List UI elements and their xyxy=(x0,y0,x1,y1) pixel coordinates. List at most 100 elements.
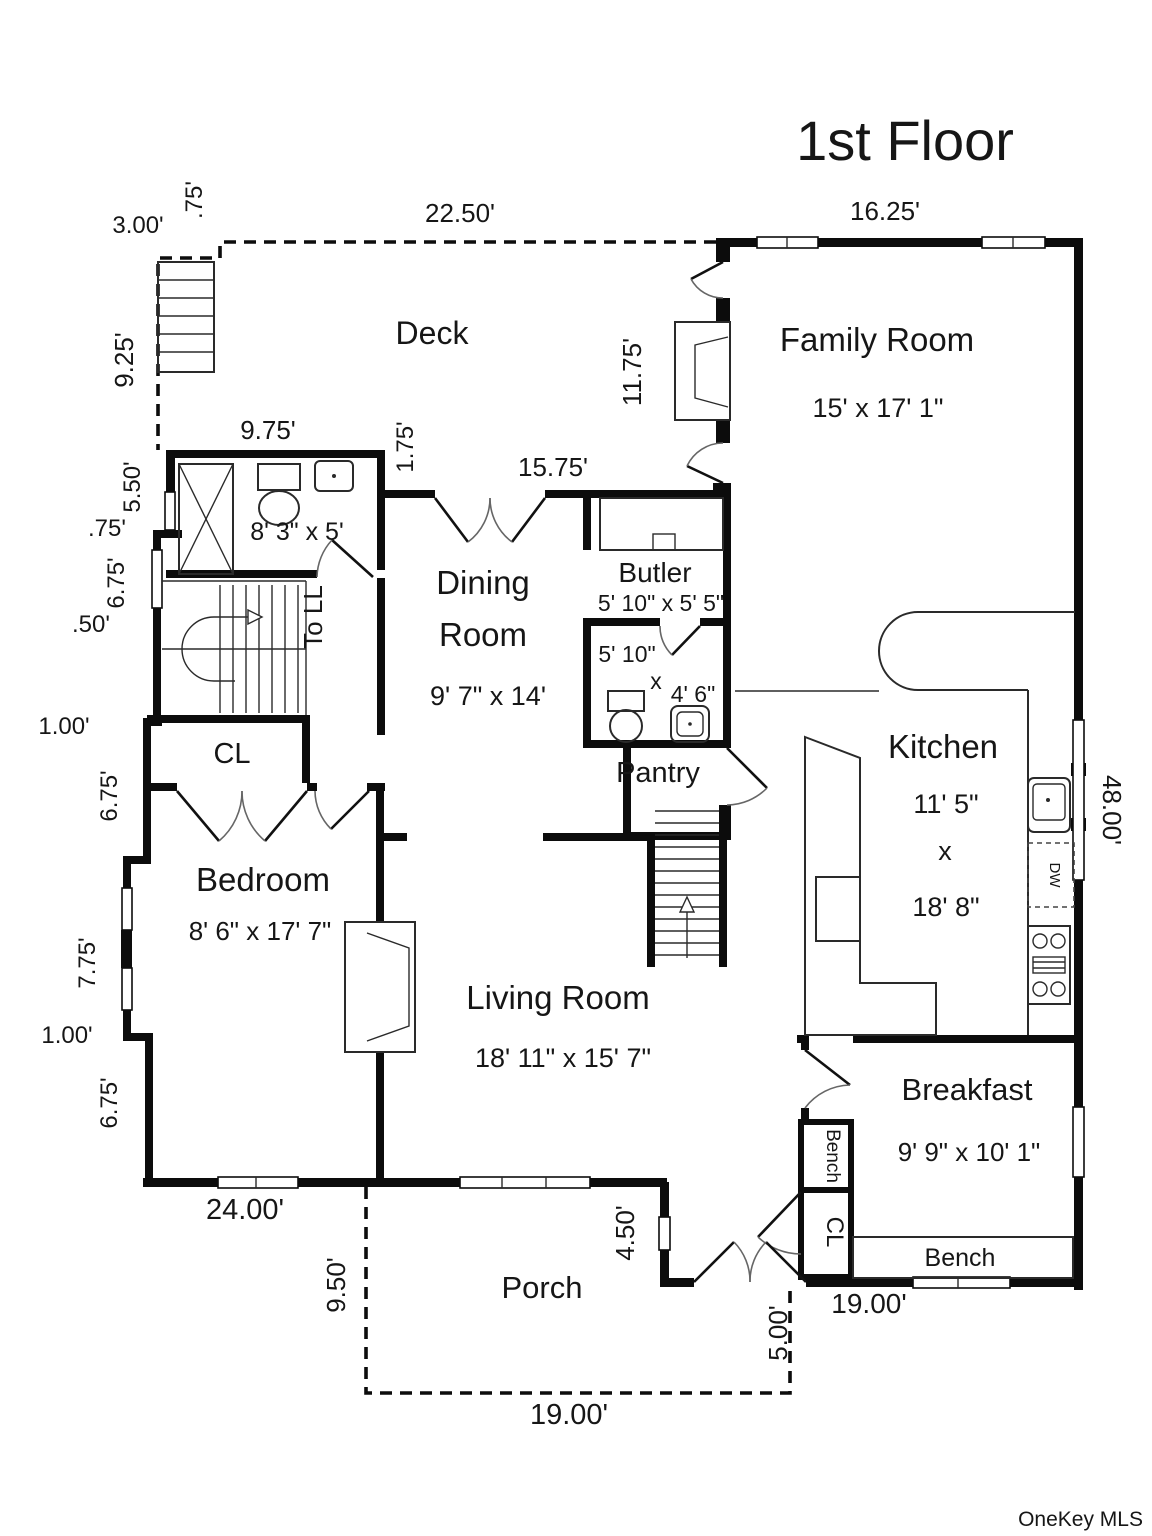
dim-step-c: 1.00' xyxy=(38,713,89,740)
living-size: 18' 11" x 15' 7" xyxy=(475,1043,651,1073)
powder-w: 5' 10" xyxy=(598,641,655,667)
dw-label: DW xyxy=(1046,863,1063,889)
main-stairs-up xyxy=(655,810,719,958)
dishwasher xyxy=(1027,842,1075,908)
dim-dining-top: 15.75' xyxy=(518,452,588,482)
room-living: Living Room xyxy=(466,979,649,1016)
room-kitchen: Kitchen xyxy=(888,728,998,765)
family-fireplace xyxy=(674,321,731,421)
entry-closet-door xyxy=(757,1236,802,1255)
powder-x: x xyxy=(650,668,662,694)
bench-side-label: Bench xyxy=(822,1129,843,1183)
room-pantry: Pantry xyxy=(616,757,700,789)
dim-step-a: .75' xyxy=(88,515,126,542)
bedroom-fireplace xyxy=(344,921,416,1053)
dim-deck-step-w: 3.00' xyxy=(112,212,163,239)
walls xyxy=(121,238,1086,1290)
dim-porch-right: 5.00' xyxy=(763,1305,793,1361)
room-dining-size: 9' 7" x 14' xyxy=(430,681,546,711)
breakfast-size: 9' 9" x 10' 1" xyxy=(898,1137,1041,1167)
room-butler-size: 5' 10" x 5' 5" xyxy=(598,590,724,616)
dim-deck-left: 9.25' xyxy=(109,332,139,388)
room-dining-1: Dining xyxy=(436,564,530,601)
deck-door-lower xyxy=(686,442,724,467)
stairs-to-lower-level xyxy=(162,580,307,715)
page-title: 1st Floor xyxy=(796,109,1014,172)
dim-deck-step-h: .75' xyxy=(181,181,208,219)
dim-hall-left: 6.75' xyxy=(96,770,123,821)
dim-entry-side: 4.50' xyxy=(610,1205,640,1261)
deck-stairs xyxy=(157,261,215,373)
bathroom-fixtures xyxy=(178,460,354,575)
dim-stair-left: 6.75' xyxy=(103,557,130,608)
front-door-right xyxy=(749,1241,767,1283)
windows xyxy=(121,236,1085,1289)
doors xyxy=(176,260,851,1283)
room-family-size: 15' x 17' 1" xyxy=(813,393,944,423)
dim-step-d: 1.00' xyxy=(41,1022,92,1049)
cl-stairs-label: CL xyxy=(213,738,250,770)
dim-porch-left: 9.50' xyxy=(321,1257,351,1313)
refrigerator xyxy=(815,876,861,942)
french-door-right xyxy=(489,497,513,543)
powder-sink xyxy=(670,705,710,743)
kitchen-x: x xyxy=(938,836,952,866)
powder-fixtures xyxy=(607,690,710,743)
dim-bath-left: 5.50' xyxy=(119,461,146,512)
shower xyxy=(178,463,234,575)
dim-family-top: 16.25' xyxy=(850,196,920,226)
bath-sink xyxy=(314,460,354,492)
bedroom-door xyxy=(314,790,332,830)
kitchen-fixtures xyxy=(735,611,1075,1036)
room-breakfast: Breakfast xyxy=(902,1072,1033,1107)
dim-breakfast-bottom: 19.00' xyxy=(831,1288,906,1319)
kitchen-w: 11' 5" xyxy=(913,789,978,819)
dim-bay-left: 7.75' xyxy=(74,937,101,988)
fireplaces xyxy=(344,321,731,1053)
to-ll-label: To LL xyxy=(298,585,328,649)
watermark: OneKey MLS xyxy=(1018,1508,1143,1531)
room-dining-2: Room xyxy=(439,616,527,653)
powder-d: 4' 6" xyxy=(671,681,716,707)
entry-closet-box xyxy=(798,1187,854,1280)
arrow-head xyxy=(247,608,264,626)
breakfast-door xyxy=(804,1084,851,1109)
room-porch: Porch xyxy=(502,1270,583,1305)
room-bedroom: Bedroom xyxy=(196,861,330,898)
range xyxy=(1027,925,1071,1005)
cl-entry-label: CL xyxy=(821,1217,848,1248)
room-butler: Butler xyxy=(618,557,691,588)
dim-step-b: .50' xyxy=(72,611,110,638)
dim-bottom-left: 24.00' xyxy=(206,1194,284,1226)
peninsula-curve xyxy=(878,611,919,691)
dim-right-side: 48.00' xyxy=(1097,775,1127,845)
deck-outline xyxy=(156,240,716,450)
powder-door xyxy=(659,625,673,656)
bench-bottom-box xyxy=(852,1236,1074,1279)
stair-direction-arrow xyxy=(181,616,248,682)
porch-outline xyxy=(364,1187,792,1395)
dim-bath-top: 9.75' xyxy=(240,415,296,445)
bathroom-door xyxy=(316,539,333,578)
island xyxy=(804,735,937,1036)
butler-counter xyxy=(599,497,724,551)
room-deck: Deck xyxy=(396,315,470,351)
dim-porch-bottom: 19.00' xyxy=(530,1399,608,1431)
dim-bed-left: 6.75' xyxy=(96,1077,123,1128)
closet-door-right xyxy=(241,790,266,842)
labels: 1st Floor OneKey MLS Deck Family Room 15… xyxy=(38,109,1143,1531)
bench-bottom-label: Bench xyxy=(925,1244,996,1272)
toilet-bowl xyxy=(258,490,300,526)
kitchen-sink xyxy=(1027,777,1071,833)
kitchen-d: 18' 8" xyxy=(912,892,979,922)
benches-closets xyxy=(798,1119,1074,1280)
toilet-bowl xyxy=(609,709,643,743)
up-arrow-head xyxy=(678,895,696,913)
bath-size: 8' 3" x 5' xyxy=(250,518,343,546)
pantry-door xyxy=(726,787,768,806)
dim-deck-top: 22.50' xyxy=(425,198,495,228)
dim-family-wall: 11.75' xyxy=(617,338,647,406)
dim-deck-gap: 1.75' xyxy=(392,421,419,472)
